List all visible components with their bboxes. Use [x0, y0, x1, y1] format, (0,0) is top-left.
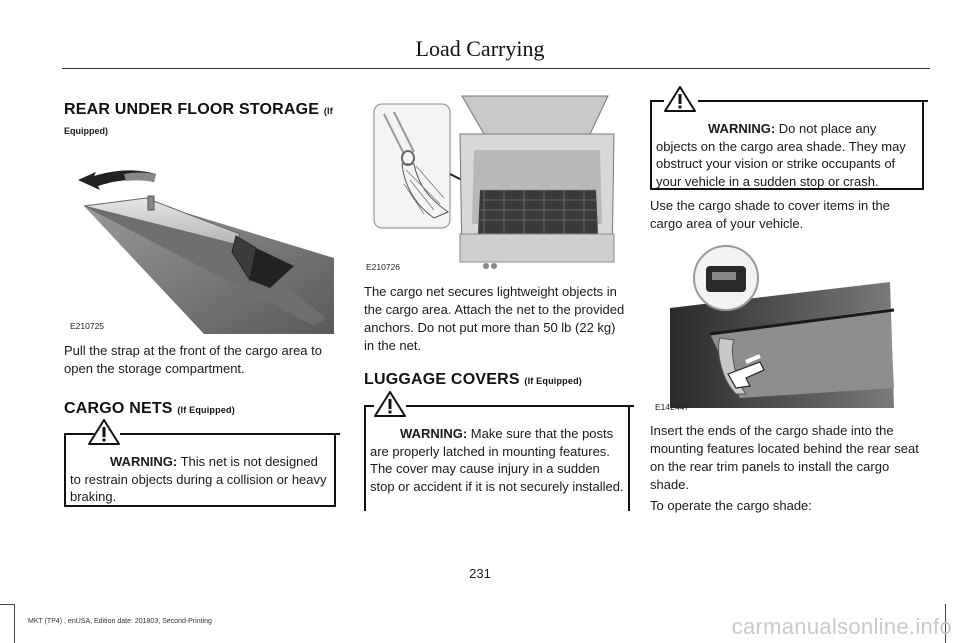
heading-text: LUGGAGE COVERS [364, 371, 520, 388]
warning-text-block: WARNING: Make sure that the posts are pr… [370, 425, 624, 495]
warning-box: WARNING: This net is not designed to res… [64, 419, 340, 507]
warning-box-top-rule [64, 433, 98, 435]
figure-cargo-shade [650, 238, 926, 410]
heading-qualifier: (If Equipped) [177, 405, 235, 415]
warning-triangle-icon [88, 419, 120, 445]
warning-text-block: WARNING: Do not place any objects on the… [656, 120, 918, 190]
warning-label: WARNING: [708, 121, 776, 136]
warning-box-top-rule [364, 405, 374, 407]
warning-box: WARNING: Make sure that the posts are pr… [364, 391, 634, 511]
paragraph: The cargo net secures lightweight object… [364, 284, 625, 353]
figure-cargo-net [364, 94, 618, 272]
page-number: 231 [469, 566, 491, 581]
paragraph: Use the cargo shade to cover items in th… [650, 198, 890, 231]
warning-label: WARNING: [400, 426, 468, 441]
warning-box: WARNING: Do not place any objects on the… [650, 86, 928, 190]
section-heading-luggage-covers: LUGGAGE COVERS (If Equipped) [364, 371, 582, 389]
heading-text: REAR UNDER FLOOR STORAGE [64, 101, 320, 118]
warning-box-top-rule [406, 405, 634, 407]
heading-qualifier-continued: Equipped) [64, 126, 108, 136]
watermark: carmanualsonline.info [731, 614, 952, 639]
warning-box-top-rule [120, 433, 340, 435]
warning-box-top-rule [650, 100, 664, 102]
figure-id-label: E142447 [655, 402, 690, 412]
section-heading-rear-under-floor-storage: REAR UNDER FLOOR STORAGE (If [64, 101, 333, 119]
figure-id-label: E210726 [366, 262, 401, 272]
storage-compartment-illustration [78, 170, 334, 334]
crop-mark [945, 604, 946, 643]
page-title: Load Carrying [415, 36, 545, 61]
header-rule [62, 68, 930, 69]
paragraph: Pull the strap at the front of the cargo… [64, 343, 322, 376]
footer-edition-info: MKT (TP4) , enUSA, Edition date: 201803,… [28, 618, 212, 625]
heading-text: CARGO NETS [64, 400, 173, 417]
figure-storage-compartment [64, 148, 336, 334]
paragraph: To operate the cargo shade: [650, 498, 812, 513]
warning-text: Do not place any objects on the cargo ar… [656, 121, 906, 189]
warning-triangle-icon [374, 391, 406, 417]
crop-mark [14, 604, 15, 643]
warning-box-top-rule [698, 100, 928, 102]
warning-label: WARNING: [110, 454, 178, 469]
heading-qualifier: (If Equipped) [524, 376, 582, 386]
heading-qualifier: (If [323, 106, 333, 116]
cargo-net-illustration [373, 95, 615, 269]
warning-text: This net is not designed to restrain obj… [70, 454, 327, 504]
figure-id-label: E210725 [70, 321, 105, 331]
cargo-shade-illustration [670, 245, 895, 408]
paragraph: Insert the ends of the cargo shade into … [650, 423, 919, 492]
warning-text-block: WARNING: This net is not designed to res… [70, 453, 330, 506]
section-heading-cargo-nets: CARGO NETS (If Equipped) [64, 400, 235, 418]
warning-triangle-icon [664, 86, 696, 112]
crop-mark [0, 604, 14, 605]
warning-text: Make sure that the posts are properly la… [370, 426, 624, 494]
